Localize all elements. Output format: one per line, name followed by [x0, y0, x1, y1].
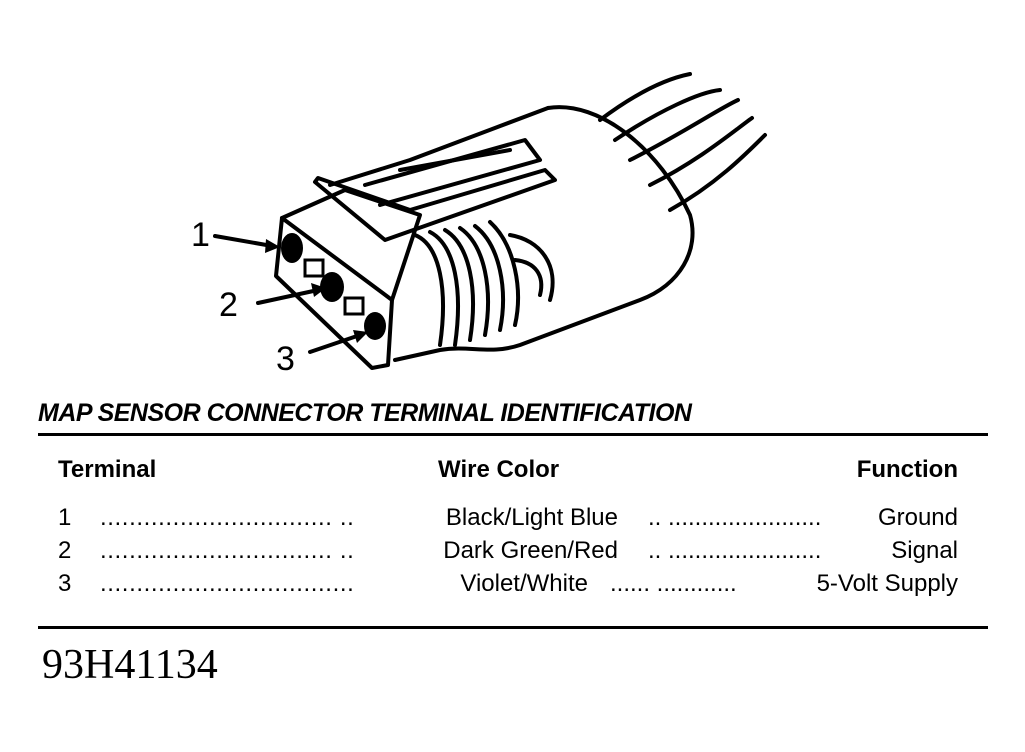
leader-dots: ................................ ..	[100, 537, 355, 564]
terminal-number: 3	[58, 570, 72, 597]
terminal-cavity-2	[320, 272, 344, 302]
callout-label-3: 3	[276, 340, 295, 378]
callout-arrow-3	[308, 333, 362, 354]
callout-label-2: 2	[219, 286, 238, 324]
wire-2	[613, 88, 722, 142]
header-function: Function	[856, 456, 958, 483]
wire-color: Violet/White	[460, 570, 588, 597]
terminal-function: 5-Volt Supply	[816, 570, 958, 597]
leader-dots: .. .......................	[648, 537, 822, 564]
connector-illustration	[213, 72, 767, 370]
bottom-rule	[38, 626, 988, 629]
locking-tab	[313, 168, 557, 242]
callout-label-1: 1	[191, 216, 210, 254]
callout-arrow-1	[213, 234, 274, 248]
connector-face	[274, 216, 394, 370]
terminal-function: Signal	[891, 537, 958, 564]
leader-dots: ................................ ..	[100, 504, 355, 531]
terminal-number: 2	[58, 537, 72, 564]
wire-1	[598, 72, 692, 122]
figure-title: MAP SENSOR CONNECTOR TERMINAL IDENTIFICA…	[38, 399, 692, 427]
header-terminal: Terminal	[58, 456, 157, 483]
leader-dots: ...... ............	[610, 570, 737, 597]
wire-color: Dark Green/Red	[443, 537, 618, 564]
leader-dots: .. .......................	[648, 504, 822, 531]
callout-arrow-2	[256, 288, 320, 305]
figure-id: 93H41134	[42, 642, 218, 688]
terminal-cavity-1	[281, 233, 303, 263]
wire-5	[668, 133, 767, 212]
terminal-function: Ground	[877, 504, 958, 531]
connector-shell	[393, 105, 695, 362]
table-row: 1 ................................ .. Bl…	[58, 504, 958, 538]
header-wire-color: Wire Color	[438, 456, 560, 483]
top-rule	[38, 433, 988, 436]
table-row: 3 ................................... Vi…	[58, 570, 958, 604]
table-row: 2 ................................ .. Da…	[58, 537, 958, 571]
terminal-number: 1	[58, 504, 72, 531]
leader-dots: ...................................	[100, 570, 355, 597]
terminal-cavity-3	[364, 312, 386, 340]
wire-color: Black/Light Blue	[445, 504, 618, 531]
